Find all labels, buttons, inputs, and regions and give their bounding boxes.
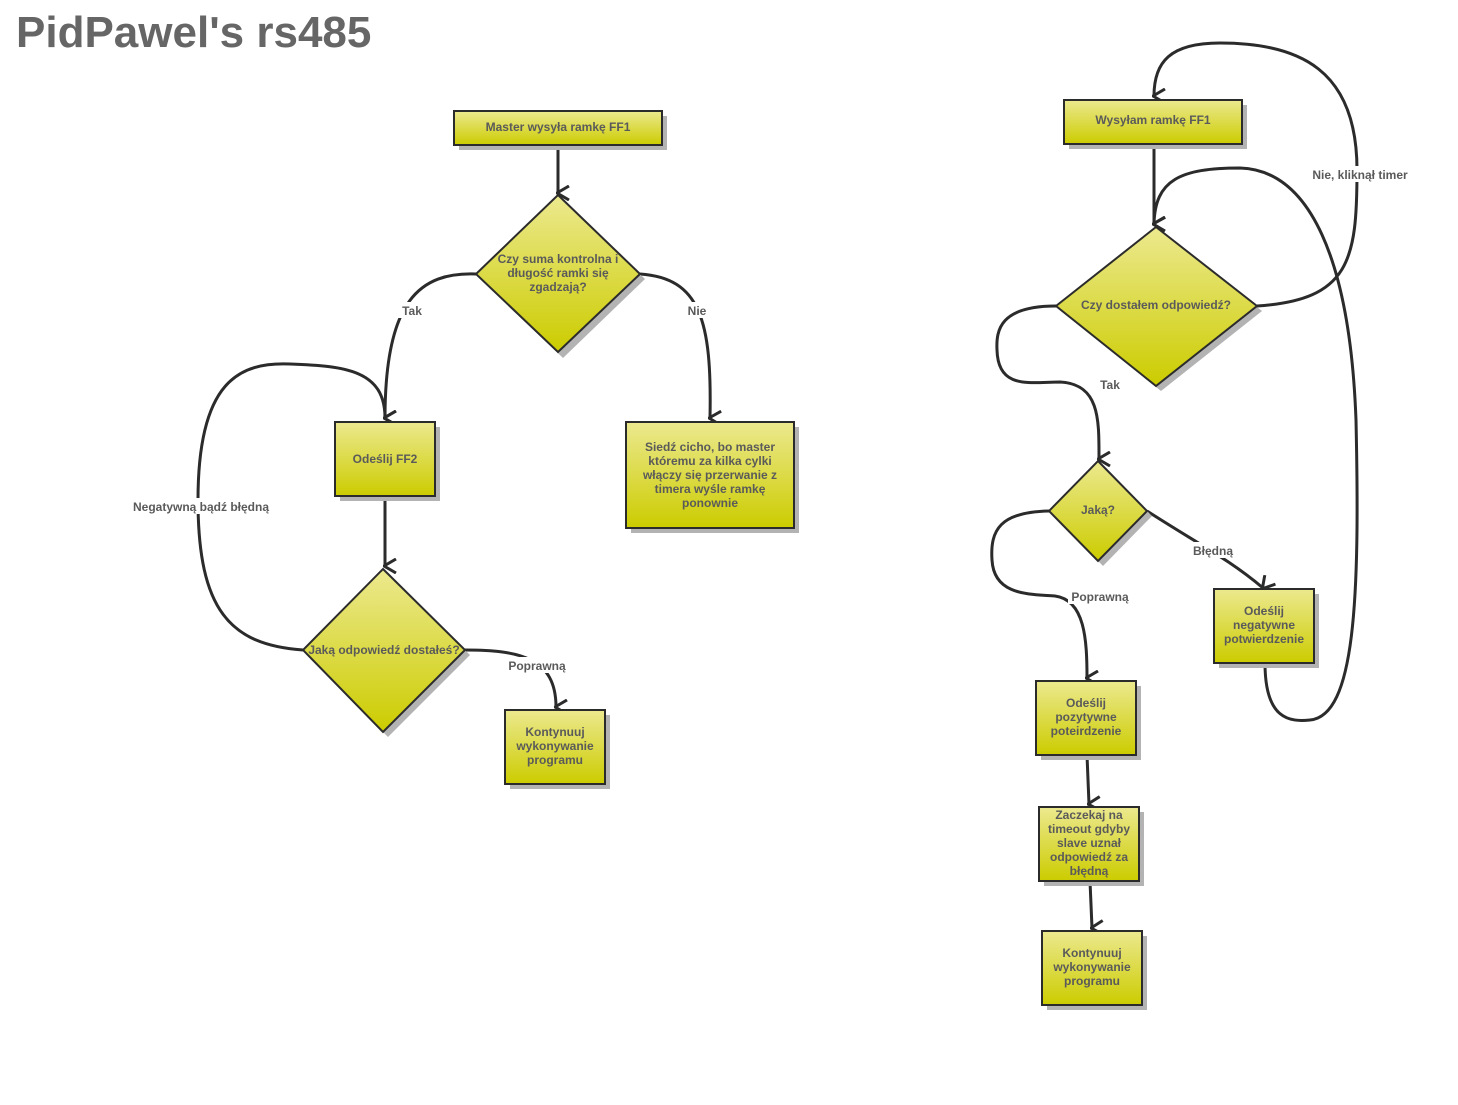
node-label: timeout gdyby bbox=[1048, 822, 1130, 836]
node-send-ff1[interactable]: Wysyłam ramkę FF1 bbox=[1063, 99, 1247, 149]
node-label: negatywne bbox=[1233, 618, 1295, 632]
edge-positive-ack-to-wait bbox=[1085, 754, 1089, 804]
node-stay-quiet[interactable]: Siedź cicho, bo master któremu za kilka … bbox=[625, 421, 799, 533]
node-label: Odeślij bbox=[1244, 604, 1284, 618]
node-label: timera wyśle ramkę bbox=[655, 482, 766, 496]
edge-label-wrong: Błędną bbox=[1193, 544, 1233, 558]
node-label: Odeślij FF2 bbox=[353, 452, 418, 466]
edge-label-yes: Tak bbox=[1100, 378, 1120, 392]
node-label: wykonywanie bbox=[1052, 960, 1131, 974]
node-label: Zaczekaj na bbox=[1055, 808, 1123, 822]
decision-which-answer[interactable]: Jaką odpowiedź dostałeś? bbox=[301, 567, 470, 737]
edge-got-reply-yes-to-which bbox=[995, 304, 1099, 459]
node-continue-program-right[interactable]: Kontynuuj wykonywanie programu bbox=[1041, 930, 1147, 1010]
edge-label-negative: Negatywną bądź błędną bbox=[133, 500, 269, 514]
node-label: długość ramki się bbox=[507, 266, 609, 280]
edge-label-yes: Tak bbox=[402, 304, 422, 318]
right-edges bbox=[990, 41, 1359, 928]
node-label: zgadzają? bbox=[529, 280, 586, 294]
node-send-negative-ack[interactable]: Odeślij negatywne potwierdzenie bbox=[1213, 588, 1319, 668]
node-label: Wysyłam ramkę FF1 bbox=[1095, 113, 1210, 127]
edge-label-correct: Poprawną bbox=[1071, 590, 1129, 604]
decision-checksum-length[interactable]: Czy suma kontrolna i długość ramki się z… bbox=[474, 193, 645, 358]
right-edge-labels: Nie, kliknął timer Tak Błędną Poprawną bbox=[1068, 166, 1410, 604]
node-label: wykonywanie bbox=[515, 739, 594, 753]
node-continue-program-left[interactable]: Kontynuuj wykonywanie programu bbox=[504, 709, 610, 789]
edge-answer-negative-loop bbox=[196, 362, 385, 652]
node-label: Kontynuuj bbox=[1062, 946, 1121, 960]
node-label: programu bbox=[1064, 974, 1120, 988]
node-label: Jaką odpowiedź dostałeś? bbox=[308, 643, 459, 657]
decision-which-reply[interactable]: Jaką? bbox=[1047, 459, 1152, 566]
node-wait-timeout[interactable]: Zaczekaj na timeout gdyby slave uznał od… bbox=[1038, 806, 1144, 886]
edge-which-correct-to-positive-ack bbox=[990, 509, 1087, 678]
node-label: programu bbox=[527, 753, 583, 767]
edge-check-yes-to-send-ff2 bbox=[385, 272, 477, 418]
node-label: poteirdzenie bbox=[1051, 724, 1122, 738]
node-label: Czy dostałem odpowiedź? bbox=[1081, 298, 1231, 312]
node-label: któremu za kilka cylki bbox=[648, 454, 771, 468]
node-label: Siedź cicho, bo master bbox=[645, 440, 775, 454]
decision-got-reply[interactable]: Czy dostałem odpowiedź? bbox=[1054, 225, 1262, 391]
node-label: Odeślij bbox=[1066, 696, 1106, 710]
diagram-title: PidPawel's rs485 bbox=[16, 8, 372, 57]
node-label: włączy się przerwanie z bbox=[642, 468, 777, 482]
edge-check-no-to-quiet bbox=[639, 272, 710, 418]
node-label: Master wysyła ramkę FF1 bbox=[486, 120, 631, 134]
edge-label-no: Nie bbox=[688, 304, 707, 318]
node-label: Czy suma kontrolna i bbox=[498, 252, 619, 266]
node-label: pozytywne bbox=[1055, 710, 1117, 724]
node-label: potwierdzenie bbox=[1224, 632, 1304, 646]
node-label: Jaką? bbox=[1081, 503, 1115, 517]
node-label: odpowiedź za bbox=[1050, 850, 1128, 864]
left-edge-labels: Tak Nie Negatywną bądź błędną Poprawną bbox=[130, 302, 710, 673]
edge-negative-ack-loop-to-got-reply bbox=[1154, 166, 1359, 722]
node-label: ponownie bbox=[682, 496, 738, 510]
edge-wait-to-continue bbox=[1088, 880, 1092, 928]
edge-label-correct: Poprawną bbox=[508, 659, 566, 673]
node-label: slave uznał bbox=[1057, 836, 1122, 850]
node-master-sends-ff1[interactable]: Master wysyła ramkę FF1 bbox=[453, 110, 667, 150]
node-label: Kontynuuj bbox=[525, 725, 584, 739]
node-send-ff2[interactable]: Odeślij FF2 bbox=[334, 421, 440, 501]
edge-label-timer: Nie, kliknął timer bbox=[1312, 168, 1408, 182]
edge-got-reply-no-timer-loop bbox=[1154, 41, 1359, 308]
node-label: błędną bbox=[1070, 864, 1109, 878]
node-send-positive-ack[interactable]: Odeślij pozytywne poteirdzenie bbox=[1035, 680, 1141, 760]
